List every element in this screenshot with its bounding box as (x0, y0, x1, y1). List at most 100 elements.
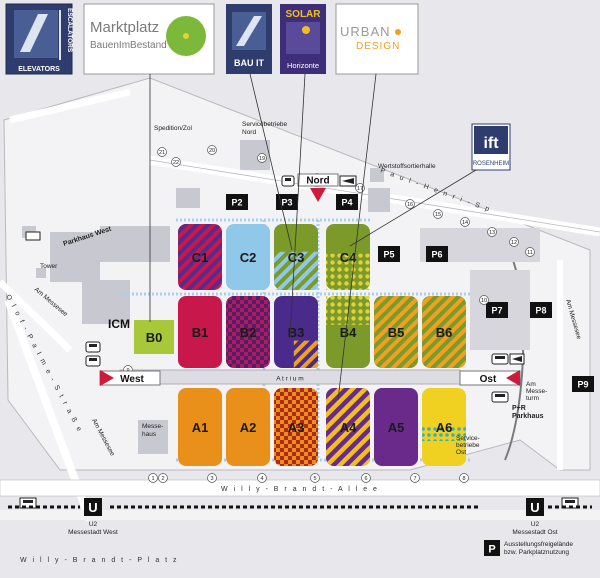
hall-a3[interactable]: A3 (274, 388, 318, 466)
bauit-logo[interactable]: BAU IT (226, 4, 272, 74)
gate-number-15-label: 15 (435, 212, 441, 218)
entrance-west[interactable]: West (99, 370, 161, 386)
gate-number-22-label: 22 (173, 160, 179, 166)
hall-a5[interactable]: A5 (374, 388, 418, 466)
u-bahn-east-icon: U (530, 500, 539, 515)
label-pr-2: Parkhaus (512, 413, 544, 420)
gate-number-7: 7 (410, 473, 420, 483)
parking-p5[interactable]: P5 (378, 246, 400, 262)
hall-a1[interactable]: A1 (178, 388, 222, 466)
u-bahn-west[interactable]: U (84, 498, 102, 516)
hall-b6[interactable]: B6 (422, 296, 466, 368)
parking-p8[interactable]: P8 (530, 302, 552, 318)
solar-logo[interactable]: SOLAR Horizonte (280, 4, 326, 74)
label-spedition: Spedition/Zol (154, 125, 192, 132)
hall-b1[interactable]: B1 (178, 296, 222, 368)
hall-a6[interactable]: A6 (422, 388, 466, 466)
ift-logo[interactable]: ift ROSENHEIM (471, 123, 511, 171)
hall-a4-label: A4 (340, 420, 357, 435)
hall-a5-body (374, 388, 418, 466)
hall-b0[interactable]: B0 (134, 320, 174, 354)
parking-p8-box (530, 302, 552, 318)
ift-logo-bottom: ROSENHEIM (473, 161, 509, 167)
hall-c3[interactable]: C3 (274, 224, 318, 290)
marktplatz-logo[interactable]: Marktplatz BauenImBestand (83, 3, 215, 75)
parking-p2[interactable]: P2 (226, 194, 248, 210)
urban-logo-line1: URBAN (340, 24, 391, 39)
gate-number-21-label: 21 (159, 150, 165, 156)
hall-b2-pattern (226, 296, 270, 368)
parking-p6[interactable]: P6 (426, 246, 448, 262)
hall-c4[interactable]: C4 (326, 224, 370, 290)
parking-p8-label: P8 (535, 306, 546, 316)
hall-c1-label: C1 (192, 250, 209, 265)
hall-b4-label: B4 (340, 325, 357, 340)
bus-icon-north (281, 175, 295, 187)
hall-b4[interactable]: B4 (326, 296, 370, 368)
atrium: A t r i u m (119, 369, 461, 385)
gate-number-20: 20 (207, 145, 217, 155)
u-bahn-east[interactable]: U (526, 498, 544, 516)
marktplatz-logo-line2: BauenImBestand (90, 40, 167, 51)
hall-a2[interactable]: A2 (226, 388, 270, 466)
escalators-logo-bottom: ELEVATORS (18, 66, 60, 73)
parking-p4[interactable]: P4 (336, 194, 358, 210)
hall-a2-body (226, 388, 270, 466)
gate-number-5: 5 (310, 473, 320, 483)
hall-a2-label: A2 (240, 420, 257, 435)
entrance-west-label: West (120, 374, 144, 385)
label-servicebetriebe-nord-2: Nord (242, 129, 256, 136)
entrance-nord[interactable]: Nord (297, 173, 339, 202)
parking-p9[interactable]: P9 (572, 376, 594, 392)
urban-design-logo[interactable]: URBAN DESIGN (335, 3, 419, 75)
gate-number-19-label: 19 (259, 156, 265, 162)
gate-number-6-label: 6 (364, 476, 367, 482)
label-wertstoff: Wertstoffsortierhalle (378, 163, 436, 170)
parking-p5-label: P5 (383, 250, 394, 260)
legend-p-icon: P (488, 544, 495, 556)
label-u2-west-1: U2 (89, 521, 98, 528)
hall-a4[interactable]: A4 (326, 388, 370, 466)
escalators-logo[interactable]: ESCALATORS ELEVATORS (5, 3, 73, 75)
legend: P Ausstellungsfreigelände bzw. Parkplatz… (484, 540, 573, 556)
hall-a4-pattern (326, 388, 370, 466)
hall-b3[interactable]: B3 (274, 296, 318, 368)
gate-number-13-label: 13 (489, 230, 495, 236)
hall-c1[interactable]: C1 (178, 224, 222, 290)
hall-b5-label: B5 (388, 325, 405, 340)
train-icon-west (19, 497, 37, 509)
hall-b1-body (178, 296, 222, 368)
gate-number-10-label: 10 (481, 298, 487, 304)
hall-b2[interactable]: B2 (226, 296, 270, 368)
bus-icon (85, 341, 101, 353)
gate-number-3: 3 (207, 473, 217, 483)
parking-p4-box (336, 194, 358, 210)
parking-p6-box (426, 246, 448, 262)
label-servicebetriebe-nord-1: Servicebetriebe (242, 121, 288, 128)
gate-number-14-label: 14 (462, 220, 468, 226)
parking-p6-label: P6 (431, 250, 442, 260)
parking-p7-label: P7 (491, 306, 502, 316)
gate-number-17-label: 17 (357, 186, 363, 192)
hall-b5[interactable]: B5 (374, 296, 418, 368)
train-icon-left-edge (25, 231, 41, 241)
label-u2-west-2: Messestadt West (68, 529, 118, 536)
hall-c2[interactable]: C2 (226, 224, 270, 290)
hall-c3-label: C3 (288, 250, 305, 265)
gate-number-16-label: 16 (407, 202, 413, 208)
gate-number-4: 4 (257, 473, 267, 483)
label-service-ost-2: betriebe (456, 442, 480, 449)
gate-number-10: 10 (479, 295, 489, 305)
parking-p7[interactable]: P7 (486, 302, 508, 318)
gate-number-19: 19 (257, 153, 267, 163)
legend-line1: Ausstellungsfreigelände (504, 541, 573, 548)
gate-number-16: 16 (405, 199, 415, 209)
entrance-ost[interactable]: Ost (459, 370, 521, 386)
hall-b6-pattern (422, 296, 466, 368)
gate-number-1: 1 (148, 473, 158, 483)
hall-b3-pattern (293, 340, 318, 368)
gate-number-22: 22 (171, 157, 181, 167)
entrance-ost-label: Ost (480, 374, 497, 385)
hall-c2-label: C2 (240, 250, 257, 265)
label-icm: ICM (108, 317, 130, 331)
